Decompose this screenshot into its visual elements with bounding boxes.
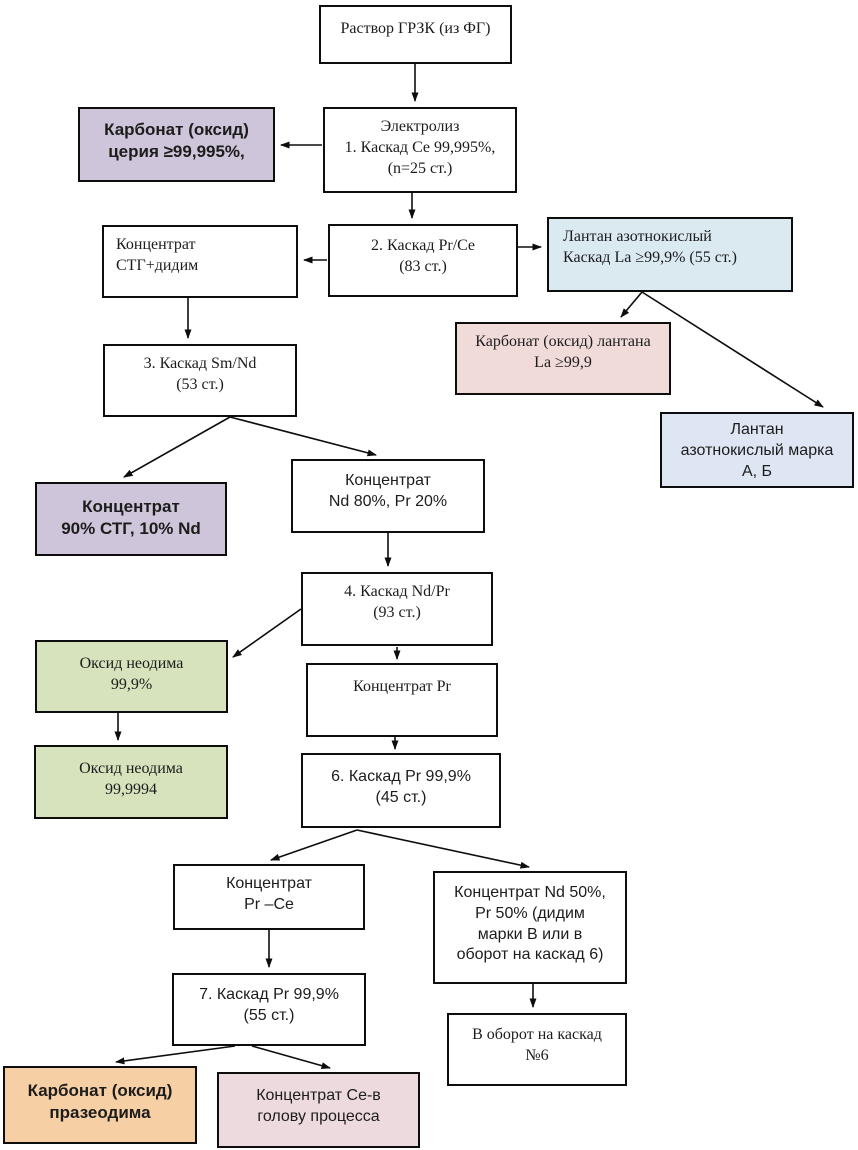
- node-label: (55 ст.): [243, 1006, 295, 1024]
- node-cascade-2-pr-ce: 2. Каскад Pr/Ce (83 ст.): [328, 224, 518, 297]
- node-label: Концентрат: [345, 472, 431, 489]
- node-label: Pr –Се: [244, 895, 294, 913]
- node-lanthanum-carbonate: Карбонат (оксид) лантана La ≥99,9: [455, 322, 671, 395]
- node-cerium-carbonate: Карбонат (оксид) церия ≥99,995%,: [78, 107, 275, 182]
- node-cascade-4-nd-pr: 4. Каскад Nd/Pr (93 ст.): [301, 572, 493, 646]
- node-label: Концентрат Pr: [353, 678, 451, 695]
- node-label: Карбонат (оксид) лантана: [475, 333, 651, 350]
- node-label: Концентрат: [226, 875, 312, 892]
- node-label: (53 ст.): [176, 375, 224, 393]
- node-concentrate-pr: Концентрат Pr: [306, 663, 498, 737]
- node-lanthanum-nitrate-cascade: Лантан азотнокислый Каскад La ≥99,9% (55…: [547, 217, 793, 292]
- node-cascade-6-pr: 6. Каскад Pr 99,9% (45 ст.): [301, 753, 501, 828]
- node-label: Лантан азотнокислый: [563, 228, 712, 245]
- node-label: (n=25 ст.): [387, 159, 453, 177]
- node-electrolysis-cascade-ce: Электролиз 1. Каскад Се 99,995%, (n=25 с…: [323, 107, 517, 193]
- node-label: La ≥99,9: [534, 353, 592, 371]
- node-label: Nd 80%, Pr 20%: [328, 492, 448, 510]
- node-label: Раствор ГРЗК (из ФГ): [340, 20, 491, 37]
- node-label: (45 ст.): [375, 788, 427, 806]
- node-label: 1. Каскад Се 99,995%,: [344, 138, 496, 156]
- node-label: 6. Каскад Pr 99,9%: [331, 768, 471, 785]
- node-label: 4. Каскад Nd/Pr: [344, 583, 450, 600]
- node-label: 2. Каскад Pr/Ce: [371, 237, 475, 254]
- node-label: церия ≥99,995%,: [108, 142, 245, 162]
- node-label: Концентрат: [116, 236, 196, 253]
- node-label: Pr 50% (дидим: [475, 904, 585, 922]
- node-label: Концентрат Nd 50%,: [454, 884, 606, 901]
- node-rastvor-grzk: Раствор ГРЗК (из ФГ): [319, 5, 512, 64]
- node-label: СТГ+дидим: [116, 256, 199, 274]
- node-label: празеодима: [49, 1103, 151, 1123]
- node-label: А, Б: [741, 462, 773, 480]
- node-label: азотнокислый марка: [680, 441, 834, 459]
- node-cascade-7-pr: 7. Каскад Pr 99,9% (55 ст.): [172, 973, 366, 1046]
- node-label: №6: [525, 1046, 549, 1064]
- node-concentrate-90-stg-10-nd: Концентрат 90% СТГ, 10% Nd: [35, 482, 227, 556]
- node-praseodymium-carbonate: Карбонат (оксид) празеодима: [3, 1066, 197, 1144]
- node-label: Концентрат: [82, 497, 180, 516]
- node-label: марки В или в: [477, 925, 583, 943]
- node-recycle-to-cascade-6: В оборот на каскад №6: [447, 1013, 627, 1086]
- node-label: Карбонат (оксид): [104, 120, 249, 139]
- node-label: (83 ст.): [399, 257, 447, 275]
- node-label: Оксид неодима: [79, 655, 184, 672]
- node-concentrate-pr-ce: Концентрат Pr –Се: [173, 864, 365, 930]
- node-label: (93 ст.): [373, 603, 421, 621]
- node-label: 99,9994: [105, 780, 157, 798]
- node-label: Лантан: [730, 421, 784, 438]
- node-label: 3. Каскад Sm/Nd: [143, 355, 257, 372]
- node-label: 7. Каскад Pr 99,9%: [199, 986, 339, 1003]
- node-label: Оксид неодима: [79, 760, 183, 777]
- node-cascade-3-sm-nd: 3. Каскад Sm/Nd (53 ст.): [103, 344, 297, 417]
- node-label: оборот на каскад 6): [456, 946, 604, 964]
- node-label: Каскад La ≥99,9% (55 ст.): [563, 248, 737, 266]
- node-concentrate-ce-to-head: Концентрат Се-в голову процесса: [217, 1072, 420, 1148]
- node-label: Концентрат Се-в: [256, 1087, 381, 1104]
- node-concentrate-nd80-pr20: Концентрат Nd 80%, Pr 20%: [291, 459, 485, 533]
- node-stg-didym-concentrate: Концентрат СТГ+дидим: [102, 225, 298, 298]
- node-label: 90% СТГ, 10% Nd: [61, 519, 201, 539]
- node-lanthanum-nitrate-grade-ab: Лантан азотнокислый марка А, Б: [660, 412, 854, 488]
- node-label: Карбонат (оксид): [27, 1081, 173, 1100]
- node-neodymium-oxide-99-9: Оксид неодима 99,9%: [35, 640, 228, 713]
- node-label: Электролиз: [380, 118, 460, 135]
- node-label: голову процесса: [257, 1107, 380, 1125]
- node-label: В оборот на каскад: [472, 1026, 602, 1043]
- node-concentrate-nd50-pr50: Концентрат Nd 50%, Pr 50% (дидим марки В…: [433, 871, 627, 984]
- node-label: 99,9%: [110, 675, 153, 693]
- node-neodymium-oxide-99-9994: Оксид неодима 99,9994: [34, 745, 228, 819]
